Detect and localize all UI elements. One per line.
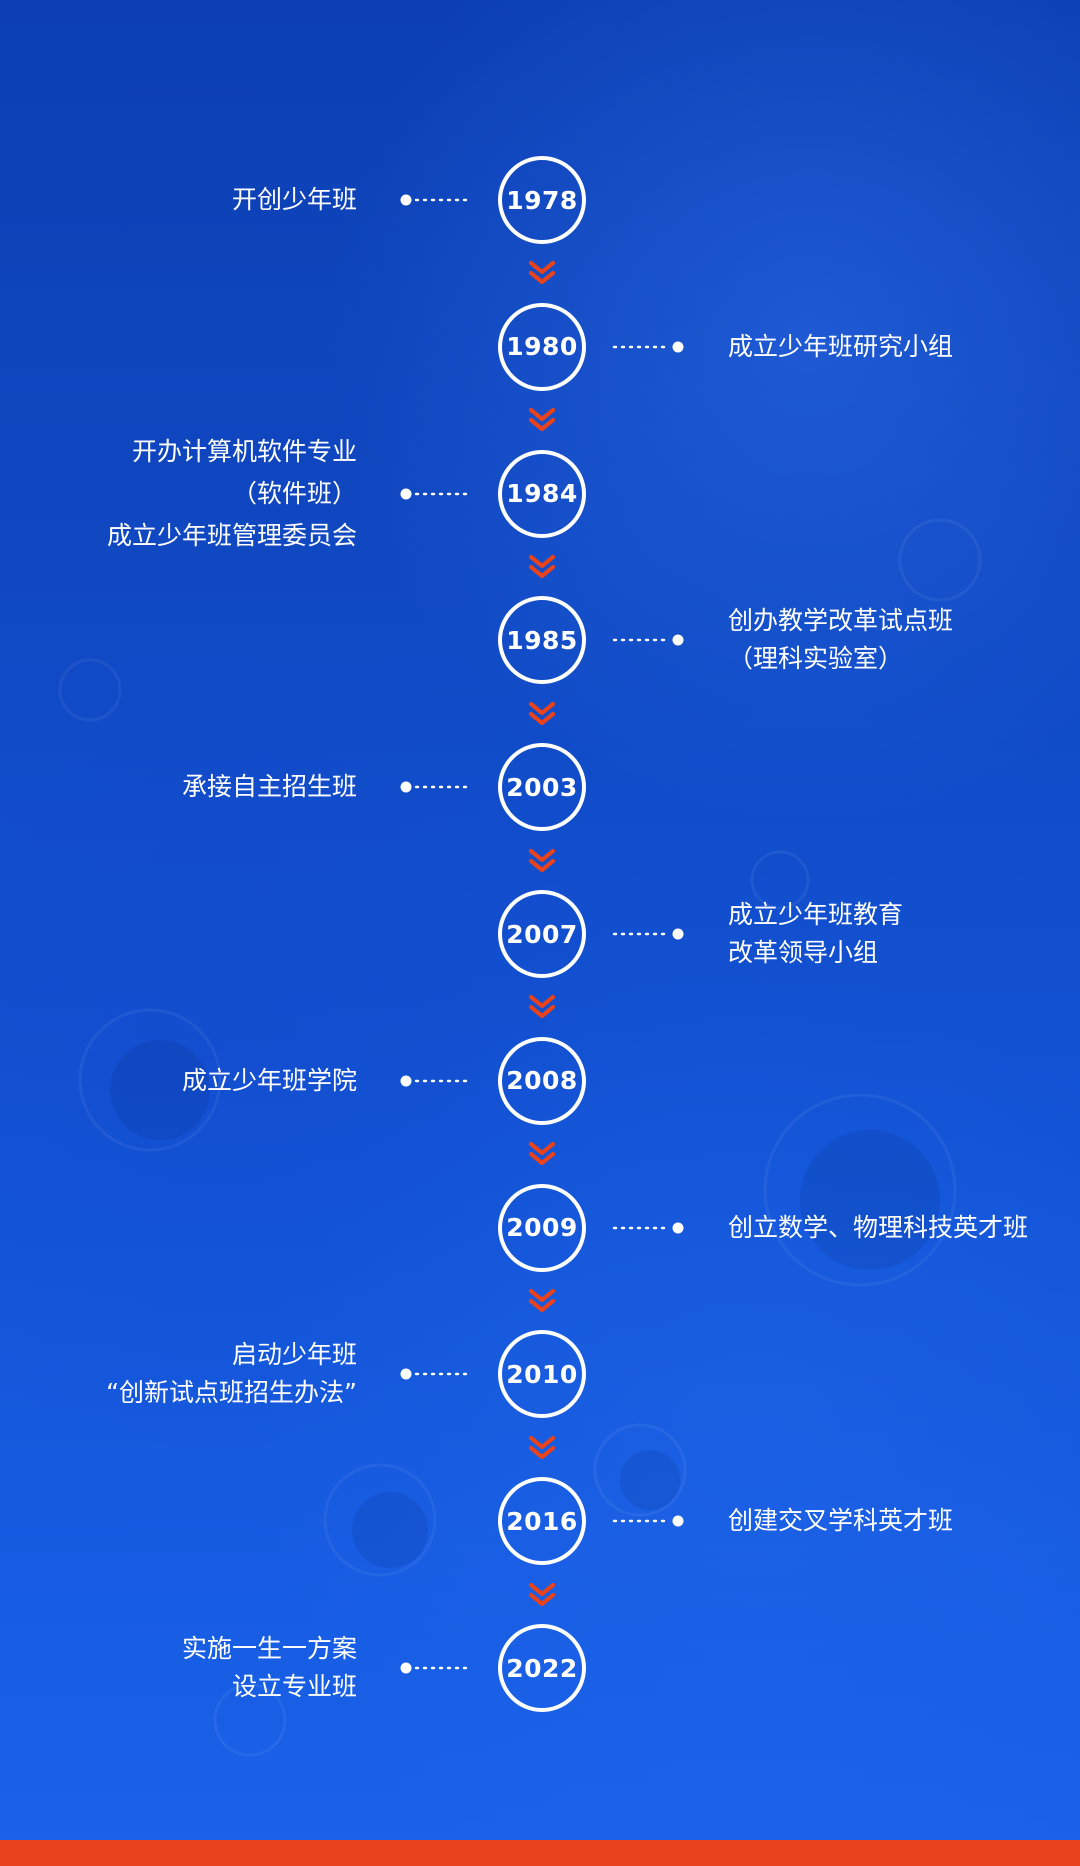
dotted-connector-right (612, 928, 684, 940)
milestone-label-1978: 开创少年班 (232, 181, 357, 219)
double-chevron-down-icon (528, 848, 556, 872)
milestone-line: 成立少年班研究小组 (728, 331, 954, 361)
dotted-connector-right (612, 341, 684, 353)
double-chevron-down-icon (528, 1288, 556, 1313)
dotted-connector-left (400, 488, 472, 500)
milestone-line: 实施一生一方案 (181, 1634, 357, 1663)
milestone-label-2009: 创立数学、物理科技英才班 (728, 1209, 1028, 1247)
year-circle-2022: 2022 (498, 1624, 586, 1712)
double-chevron-down-icon (528, 1435, 556, 1459)
double-chevron-down-icon (528, 995, 556, 1019)
year-circle-2008: 2008 (498, 1036, 586, 1125)
milestone-label-2022: 实施一生一方案设立专业班 (182, 1630, 357, 1706)
year-circle-2003: 2003 (498, 743, 586, 832)
dotted-connector-left (400, 1368, 472, 1380)
milestone-line: 改革领导小组 (728, 938, 879, 967)
milestone-line: 开办计算机软件专业 (131, 436, 357, 466)
milestone-line: 成立少年班学院 (181, 1065, 357, 1095)
milestone-line: “创新试点班招生办法” (106, 1378, 357, 1408)
double-chevron-down-icon (528, 701, 556, 725)
milestone-line: （软件班） (231, 478, 357, 508)
dotted-connector-right (612, 634, 684, 646)
milestone-label-2016: 创建交叉学科英才班 (728, 1502, 953, 1540)
dotted-connector-left (400, 194, 472, 206)
milestone-line: 开创少年班 (231, 185, 357, 214)
year-circle-1978: 1978 (498, 156, 586, 244)
year-circle-2009: 2009 (498, 1183, 586, 1272)
year-circle-1985: 1985 (498, 596, 586, 685)
milestone-line: 创办教学改革试点班 (728, 606, 954, 636)
dotted-connector-right (612, 1515, 684, 1527)
milestone-label-2007: 成立少年班教育改革领导小组 (728, 896, 903, 972)
milestone-label-1985: 创办教学改革试点班 （理科实验室） (728, 602, 953, 678)
milestone-label-1980: 成立少年班研究小组 (728, 328, 953, 366)
milestone-line: 创建交叉学科英才班 (728, 1506, 954, 1536)
double-chevron-down-icon (528, 1582, 556, 1606)
dotted-connector-left (400, 781, 472, 793)
year-circle-2010: 2010 (498, 1330, 586, 1419)
double-chevron-down-icon (528, 261, 556, 285)
dotted-connector-right (612, 1222, 684, 1234)
milestone-line: 设立专业班 (231, 1672, 357, 1701)
milestone-line: 启动少年班 (231, 1340, 357, 1370)
double-chevron-down-icon (528, 554, 556, 579)
milestone-line: 成立少年班教育 (728, 900, 904, 929)
milestone-label-2008: 成立少年班学院 (182, 1062, 357, 1100)
milestone-label-1984: 开办计算机软件专业 （软件班） 成立少年班管理委员会 (107, 433, 357, 555)
year-circle-1980: 1980 (498, 302, 586, 391)
milestone-line: 成立少年班管理委员会 (106, 520, 357, 550)
dotted-connector-left (400, 1662, 472, 1674)
double-chevron-down-icon (528, 1142, 556, 1166)
year-circle-1984: 1984 (498, 449, 586, 538)
dotted-connector-left (400, 1075, 472, 1087)
milestone-line: 承接自主招生班 (181, 772, 357, 802)
milestone-label-2010: 启动少年班 “创新试点班招生办法” (106, 1336, 357, 1412)
year-circle-2007: 2007 (498, 890, 586, 978)
milestone-line: （理科实验室） (728, 644, 904, 674)
bottom-accent-bar (0, 1840, 1080, 1866)
milestone-line: 创立数学、物理科技英才班 (728, 1212, 1029, 1242)
double-chevron-down-icon (528, 408, 556, 432)
milestone-label-2003: 承接自主招生班 (182, 768, 357, 806)
year-circle-2016: 2016 (498, 1477, 586, 1566)
